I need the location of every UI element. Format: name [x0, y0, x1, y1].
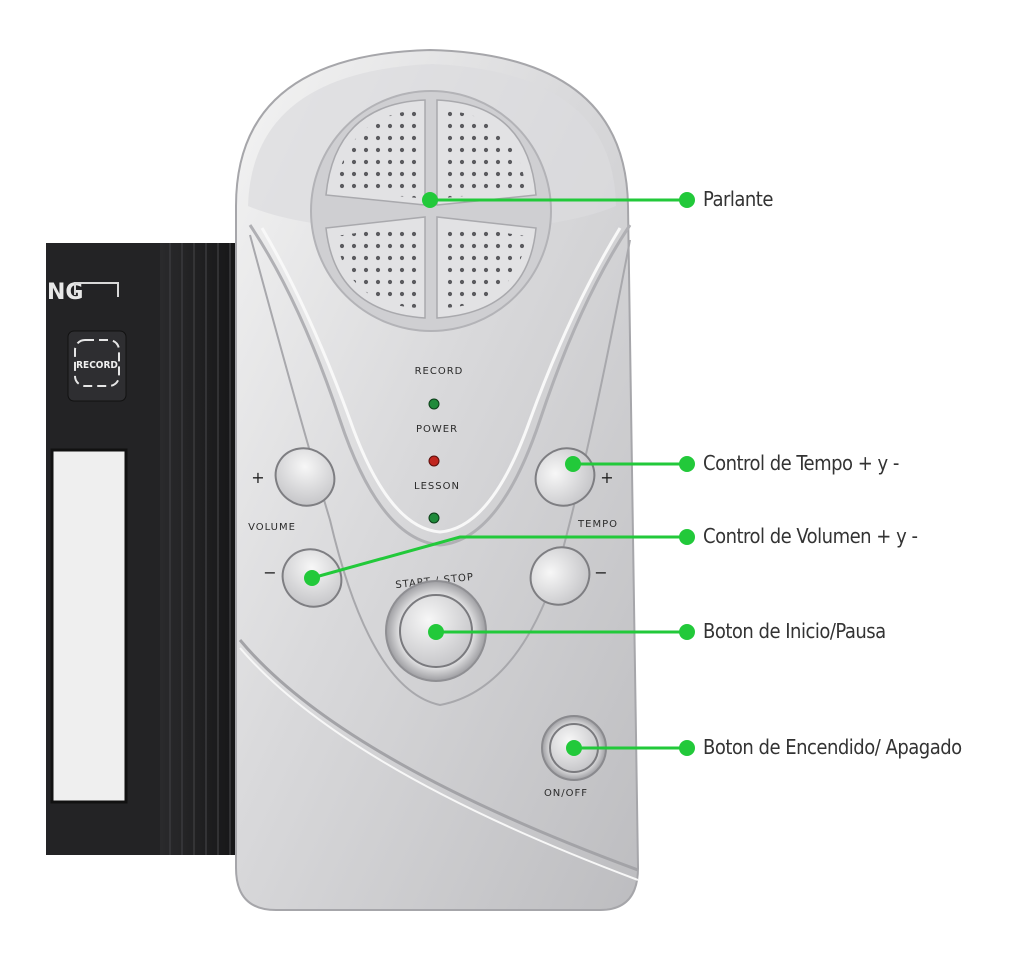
callout-dot-tempo-end [679, 456, 695, 472]
control-panel: RECORD POWER LESSON + VOLUME − + TEMPO −… [235, 48, 640, 911]
keyboard-record-button[interactable]: RECORD [67, 330, 127, 402]
volume-plus-sign: + [251, 468, 264, 487]
callout-dot-onoff-end [679, 740, 695, 756]
onoff-label: ON/OFF [544, 788, 588, 799]
lesson-led [428, 512, 440, 524]
power-indicator-label: POWER [416, 424, 458, 435]
callout-dot-start-stop-start [428, 624, 444, 640]
callout-pointers [304, 192, 695, 756]
keyboard-logo-fragment: NG [47, 280, 83, 305]
keyboard-record-label: RECORD [76, 360, 118, 371]
tempo-down-button[interactable] [519, 536, 600, 616]
callout-label-speaker: Parlante [703, 187, 773, 211]
lesson-indicator-label: LESSON [414, 481, 460, 492]
callout-dot-speaker-start [422, 192, 438, 208]
callout-dot-onoff-start [566, 740, 582, 756]
callout-label-start-stop: Boton de Inicio/Pausa [703, 619, 886, 643]
callout-label-volume: Control de Volumen + y - [703, 524, 918, 548]
callout-line-volume [311, 535, 687, 580]
tempo-plus-sign: + [600, 468, 613, 487]
callout-label-onoff: Boton de Encendido/ Apagado [703, 735, 962, 759]
volume-minus-sign: − [263, 563, 276, 582]
callout-dot-volume-start [304, 570, 320, 586]
keyboard-logo-frame [74, 282, 119, 297]
callout-dot-start-stop-end [679, 624, 695, 640]
tempo-minus-sign: − [594, 563, 607, 582]
speaker-grille [310, 90, 552, 332]
power-led [428, 455, 440, 467]
callout-dot-tempo-start [565, 456, 581, 472]
callout-dot-speaker-end [679, 192, 695, 208]
keyboard-white-key[interactable] [50, 448, 128, 804]
volume-label: VOLUME [248, 522, 296, 533]
tempo-label: TEMPO [577, 519, 618, 530]
callout-dot-volume-end [679, 529, 695, 545]
keyboard-body: NG RECORD [46, 243, 246, 855]
record-led [428, 398, 440, 410]
volume-up-button[interactable] [264, 437, 345, 517]
keyboard-folds [160, 243, 246, 855]
callout-label-tempo: Control de Tempo + y - [703, 451, 899, 475]
record-indicator-label: RECORD [415, 366, 464, 377]
